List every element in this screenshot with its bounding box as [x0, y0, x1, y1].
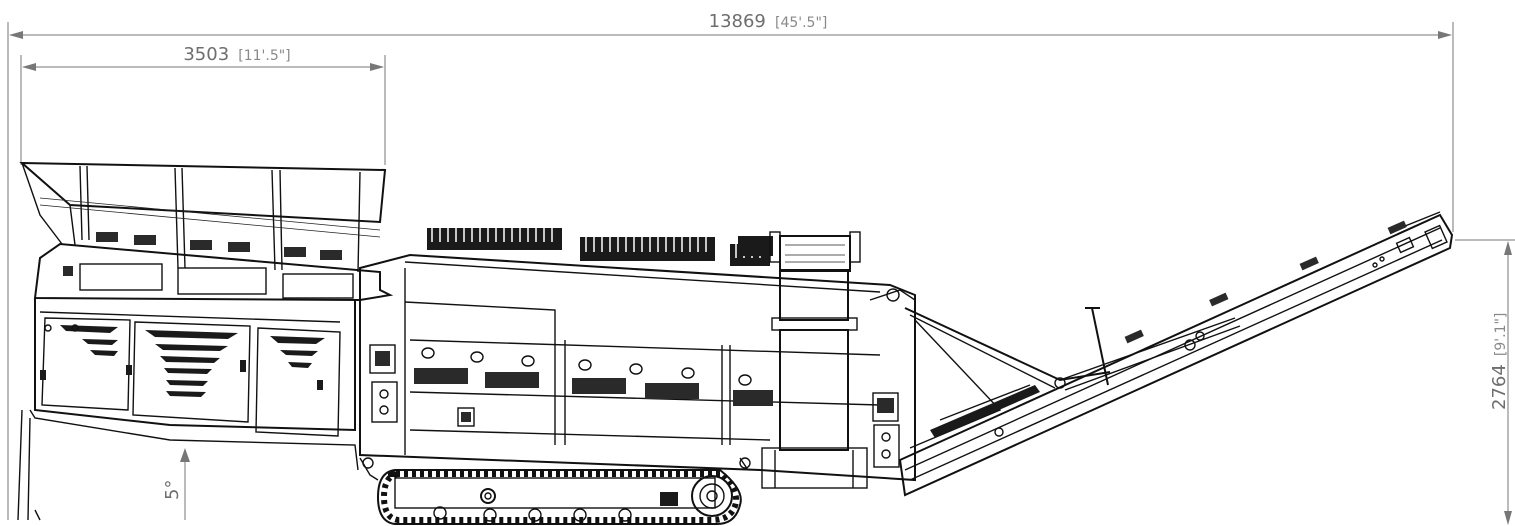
- height-dimension: 2764 [9'.1"]: [1455, 239, 1515, 525]
- svg-text:13869 [45'.5"]: 13869 [45'.5"]: [709, 11, 828, 32]
- svg-text:2764 [9'.1"]: 2764 [9'.1"]: [1489, 313, 1510, 410]
- height-value: 2764: [1489, 364, 1510, 410]
- height-imperial: [9'.1"]: [1493, 313, 1509, 356]
- hopper-length-imperial: [11'.5"]: [238, 48, 290, 64]
- svg-text:3503 [11'.5"]: 3503 [11'.5"]: [183, 44, 290, 65]
- overall-length-dimension: 13869 [45'.5"]: [7, 11, 1454, 520]
- angle-value: 5°: [162, 480, 183, 500]
- hopper-body: [17, 161, 394, 521]
- rotor-flights: [427, 228, 770, 266]
- discharge-conveyor: [898, 211, 1454, 497]
- hopper-length-value: 3503: [183, 44, 229, 65]
- overall-length-value: 13869: [709, 11, 766, 32]
- crawler-track: [359, 457, 751, 526]
- overall-length-imperial: [45'.5"]: [775, 15, 827, 31]
- angle-annotation: 5°: [162, 448, 190, 520]
- screen-box: [359, 228, 916, 482]
- hopper-length-dimension: 3503 [11'.5"]: [20, 44, 386, 165]
- elevator-chute: [738, 231, 916, 489]
